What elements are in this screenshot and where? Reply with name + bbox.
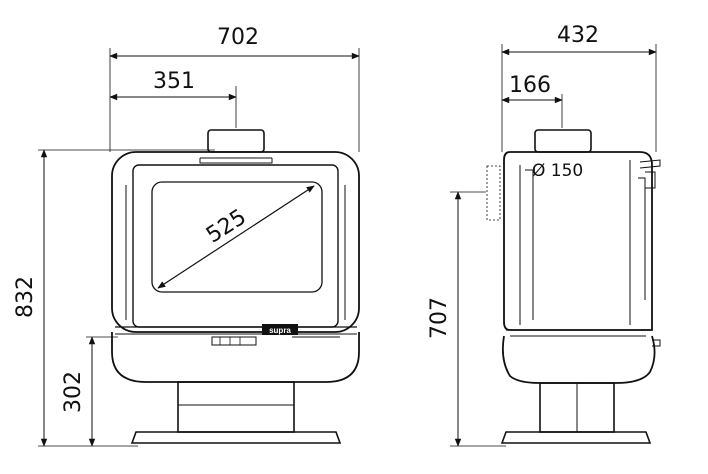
dim-text-832: 832	[13, 276, 38, 318]
front-glass	[151, 181, 323, 293]
front-flue-collar	[207, 129, 265, 153]
dim-text-707: 707	[427, 297, 452, 339]
ash-vent	[211, 336, 257, 346]
front-pedestal	[177, 381, 295, 433]
dim-line-525	[157, 185, 315, 289]
dim-text-166: 166	[509, 73, 551, 98]
dim-text-302: 302	[61, 371, 86, 413]
brand-text: supra	[269, 326, 291, 335]
side-view: 432 166 Ø 150 707	[427, 23, 661, 447]
front-base-plate	[130, 431, 342, 444]
dim-text-351: 351	[153, 69, 195, 94]
flue-dotted-outline	[486, 165, 501, 221]
front-view: supra 702 351 832 302 525	[13, 25, 360, 447]
side-flue-collar	[534, 129, 592, 153]
side-base-plate	[500, 431, 652, 444]
dim-text-525: 525	[202, 205, 251, 249]
brand-badge	[262, 324, 298, 335]
front-lower-bowl	[111, 332, 360, 383]
side-stove-body	[503, 151, 653, 331]
side-lower-bowl	[501, 335, 656, 384]
front-stove-body	[111, 151, 360, 333]
dim-text-150: Ø 150	[532, 161, 583, 181]
dim-text-432: 432	[557, 23, 599, 48]
front-door	[132, 164, 339, 328]
dim-text-702: 702	[217, 25, 259, 50]
